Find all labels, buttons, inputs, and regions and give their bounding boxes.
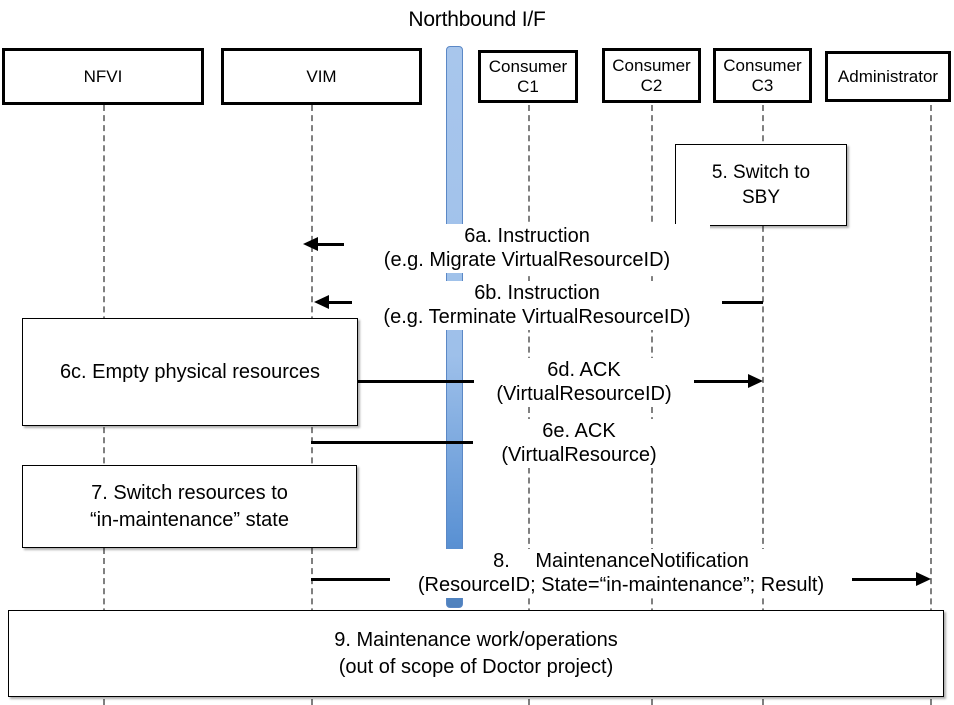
- note-step9-line2: (out of scope of Doctor project): [338, 655, 614, 678]
- message-8-arrowhead: [916, 572, 931, 586]
- message-6b-label: 6b. Instruction (e.g. Terminate VirtualR…: [352, 281, 722, 330]
- actor-label-administrator: Administrator: [837, 66, 939, 86]
- actor-label-vim: VIM: [306, 66, 337, 86]
- note-step6c-empty-physical-resources: 6c. Empty physical resources: [22, 318, 358, 426]
- note-step7-switch-resources: 7. Switch resources to “in-maintenance” …: [22, 465, 357, 548]
- lifeline-consumer-c3: [762, 105, 764, 705]
- message-6e-label: 6e. ACK (VirtualResource): [473, 419, 685, 468]
- actor-label-consumer-c3-line1: Consumer: [723, 55, 802, 75]
- note-step5-switch-to-sby: 5. Switch to SBY: [675, 144, 847, 226]
- lifeline-administrator: [930, 105, 932, 705]
- message-6e-line2: (VirtualResource): [473, 443, 685, 468]
- actor-box-nfvi[interactable]: NFVI: [2, 48, 204, 105]
- actor-label-consumer-c1-line2: C1: [517, 76, 539, 96]
- note-step5-line1: 5. Switch to: [711, 161, 811, 183]
- message-6d-line1: 6d. ACK: [474, 358, 694, 383]
- message-6a-arrowhead: [303, 237, 318, 251]
- message-6a-label: 6a. Instruction (e.g. Migrate VirtualRes…: [344, 224, 710, 273]
- message-6d-line2: (VirtualResourceID): [474, 382, 694, 407]
- message-6d-arrowhead: [748, 374, 763, 388]
- actor-label-nfvi: NFVI: [83, 66, 123, 86]
- actor-box-consumer-c3[interactable]: Consumer C3: [713, 48, 812, 103]
- actor-box-consumer-c2[interactable]: Consumer C2: [602, 48, 701, 103]
- note-step9-line1: 9. Maintenance work/operations: [334, 629, 618, 652]
- message-8-line1: 8. MaintenanceNotification: [390, 549, 852, 574]
- message-6d-label: 6d. ACK (VirtualResourceID): [474, 358, 694, 407]
- note-step9-maintenance-work: 9. Maintenance work/operations (out of s…: [8, 610, 944, 697]
- message-6e-line1: 6e. ACK: [473, 419, 685, 444]
- actor-label-consumer-c2-line1: Consumer: [612, 55, 691, 75]
- actor-label-consumer-c2-line2: C2: [640, 75, 663, 95]
- message-6a-line1: 6a. Instruction: [344, 224, 710, 249]
- message-8-label: 8. MaintenanceNotification (ResourceID; …: [390, 549, 852, 598]
- actor-label-consumer-c1-line1: Consumer: [488, 56, 568, 76]
- message-8-line2: (ResourceID; State=“in-maintenance”; Res…: [390, 573, 852, 598]
- note-step6c-line1: 6c. Empty physical resources: [59, 360, 321, 383]
- diagram-title: Northbound I/F: [408, 8, 546, 31]
- actor-box-administrator[interactable]: Administrator: [825, 51, 951, 102]
- note-step7-line1: 7. Switch resources to: [91, 482, 288, 505]
- message-6a-line2: (e.g. Migrate VirtualResourceID): [344, 248, 710, 273]
- actor-label-consumer-c3-line2: C3: [751, 75, 774, 95]
- message-6b-line1: 6b. Instruction: [352, 281, 722, 306]
- note-step7-line2: “in-maintenance” state: [90, 508, 289, 531]
- message-6b-arrowhead: [314, 295, 329, 309]
- message-6b-line2: (e.g. Terminate VirtualResourceID): [352, 305, 722, 330]
- actor-box-consumer-c1[interactable]: Consumer C1: [478, 50, 578, 103]
- actor-box-vim[interactable]: VIM: [221, 48, 422, 105]
- note-step5-line2: SBY: [741, 187, 781, 208]
